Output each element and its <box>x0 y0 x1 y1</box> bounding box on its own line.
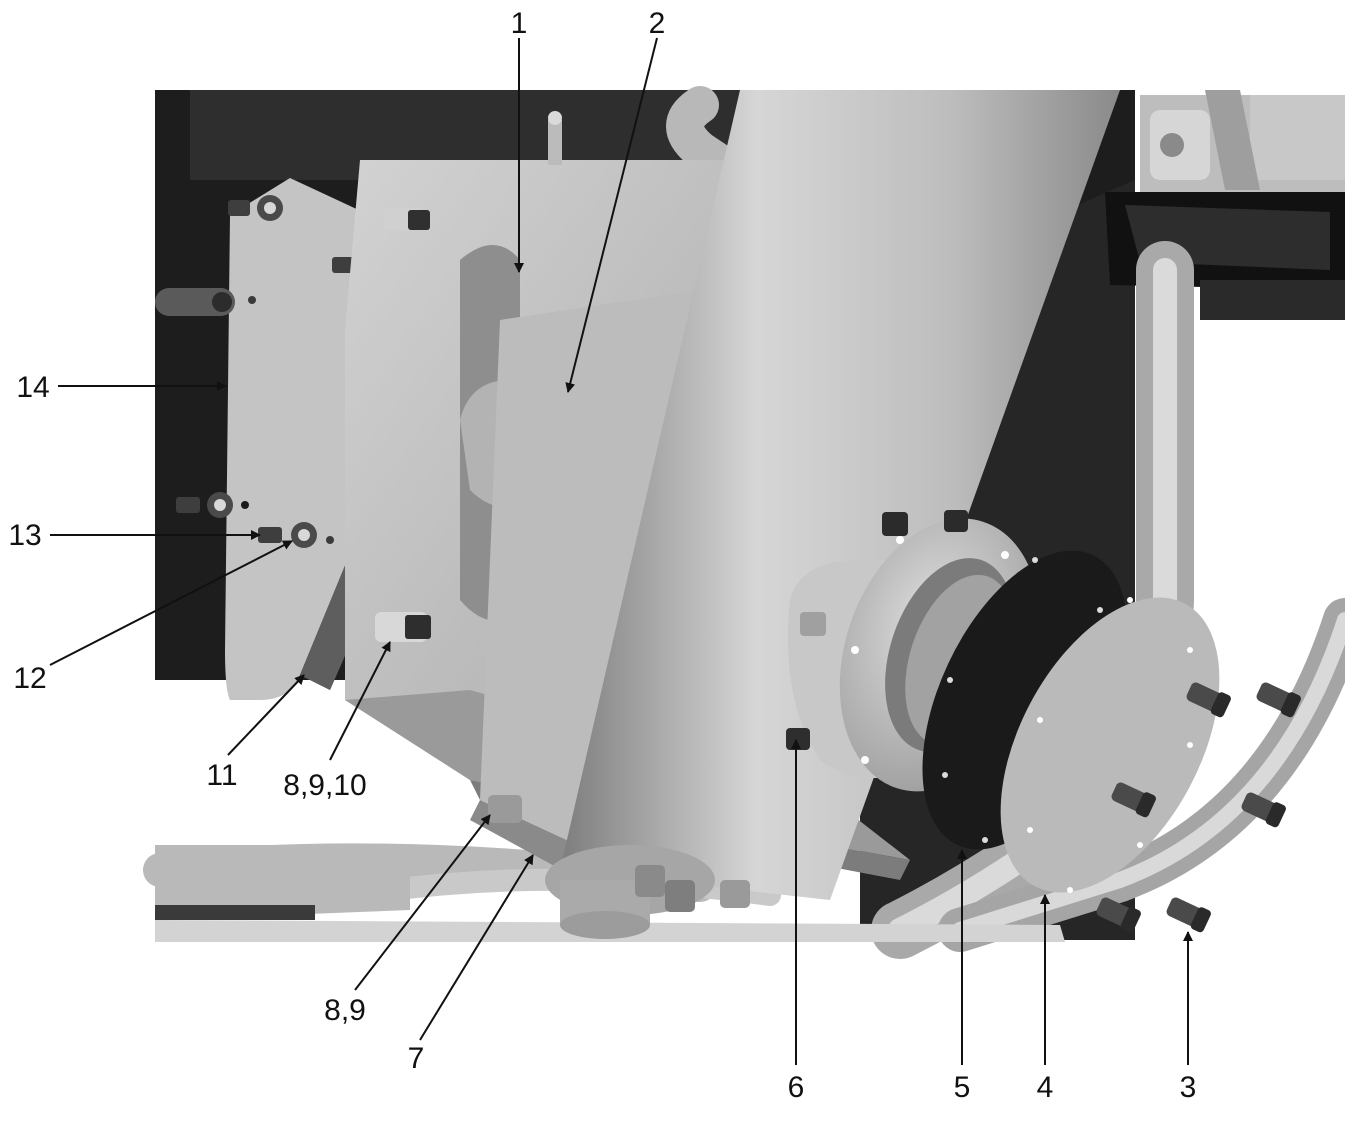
main-tube <box>488 90 1120 939</box>
callout-12: 12 <box>13 662 46 695</box>
callout-11: 11 <box>206 759 237 792</box>
callout-14: 14 <box>16 371 49 404</box>
assembly-illustration <box>143 86 1345 959</box>
callout-7: 7 <box>408 1042 425 1075</box>
callout-8-9-10: 8,9,10 <box>283 769 366 802</box>
leader-lines <box>49 37 1193 1065</box>
callout-3: 3 <box>1180 1071 1197 1104</box>
callout-13: 13 <box>8 519 41 552</box>
leader-12 <box>49 540 293 666</box>
callout-2: 2 <box>649 7 666 40</box>
callout-1: 1 <box>511 7 528 40</box>
leader-8-9-10 <box>329 641 391 761</box>
callout-4: 4 <box>1037 1071 1054 1104</box>
cap-screws <box>1096 682 1301 933</box>
callout-5: 5 <box>954 1071 971 1104</box>
leader-7 <box>419 854 534 1041</box>
callout-8-9: 8,9 <box>324 994 366 1027</box>
leader-11 <box>227 674 305 756</box>
callout-6: 6 <box>788 1071 805 1104</box>
callout-labels: 1 2 3 4 5 6 7 8,9 8,9,10 11 12 13 14 <box>8 7 1196 1104</box>
leader-2 <box>565 37 658 393</box>
leader-8-9 <box>354 814 491 991</box>
cover-plate <box>1000 597 1220 893</box>
